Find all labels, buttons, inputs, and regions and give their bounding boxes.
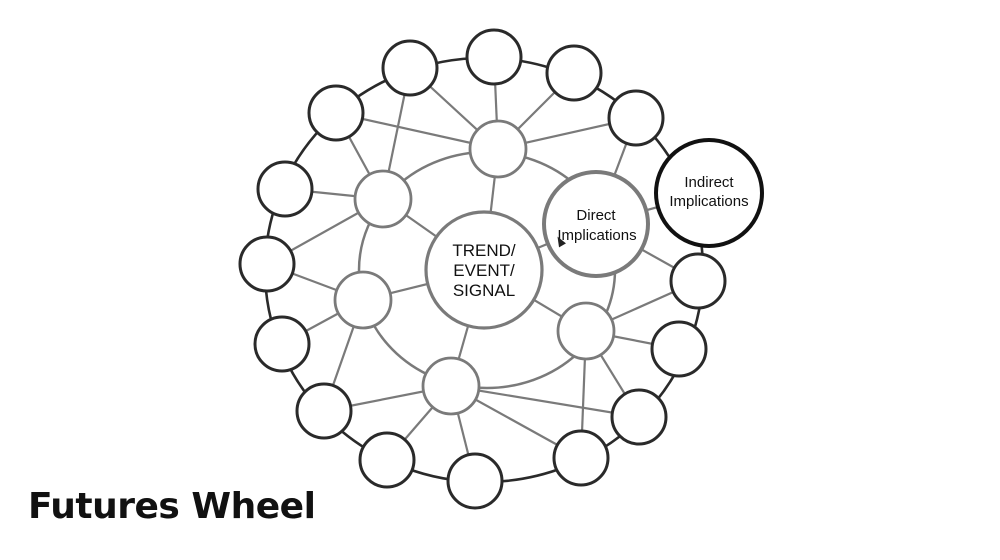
center-label-line-1: TREND/ xyxy=(452,241,516,260)
direct-node xyxy=(468,119,528,179)
direct-label-line-2: Implications xyxy=(557,227,636,244)
indirect-node xyxy=(256,160,314,218)
indirect-label-line-1: Indirect xyxy=(684,174,734,191)
nodes-layer xyxy=(238,28,764,510)
indirect-node xyxy=(552,429,610,487)
direct-node xyxy=(333,270,393,330)
direct-label-line-1: Direct xyxy=(576,207,616,224)
indirect-node xyxy=(253,315,311,373)
indirect-node xyxy=(545,44,603,102)
direct-node xyxy=(421,356,481,416)
connector-line xyxy=(450,384,640,419)
indirect-node xyxy=(465,28,523,86)
indirect-node xyxy=(295,382,353,440)
indirect-node xyxy=(669,252,727,310)
direct-node xyxy=(353,169,413,229)
direct-implications-node xyxy=(542,170,650,278)
indirect-label-line-2: Implications xyxy=(669,193,748,210)
indirect-node xyxy=(381,39,439,97)
indirect-node xyxy=(650,320,708,378)
indirect-node xyxy=(358,431,416,489)
direct-node xyxy=(556,301,616,361)
labels-layer: TREND/ EVENT/ SIGNAL Direct Implications… xyxy=(452,174,748,300)
indirect-node xyxy=(238,235,296,293)
indirect-implications-node xyxy=(654,138,764,248)
indirect-node xyxy=(446,452,504,510)
page-title: Futures Wheel xyxy=(28,486,316,527)
center-label-line-3: SIGNAL xyxy=(453,281,515,300)
center-label-line-2: EVENT/ xyxy=(453,261,515,280)
indirect-node xyxy=(307,84,365,142)
indirect-node xyxy=(610,388,668,446)
indirect-node xyxy=(607,89,665,147)
center-node xyxy=(424,210,544,330)
